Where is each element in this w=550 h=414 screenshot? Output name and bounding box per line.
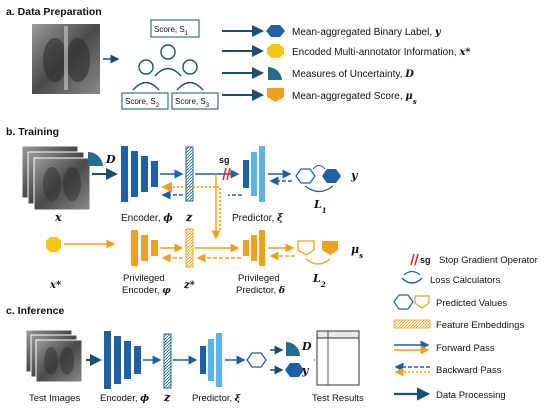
section-title-training: b. Training [6, 126, 59, 138]
score-callout-2: Score, S2 [121, 92, 169, 110]
legend-loss: Loss Calculators [401, 270, 500, 286]
svg-text:Score, S2: Score, S2 [125, 97, 160, 109]
annotators-icon [132, 44, 204, 91]
octagon-icon [267, 44, 284, 58]
dataprep-row-uncertainty: Measures of Uncertainty, D [222, 66, 414, 80]
predictor-label: Predictor, ξ [232, 213, 284, 224]
inference-feature-z [163, 333, 172, 389]
legend-processing: Data Processing [394, 387, 506, 401]
priv-predictor-label-2: Predictor, δ [236, 285, 285, 296]
privileged-encoder-block [131, 230, 158, 266]
encoder-label: Encoder, ϕ [121, 213, 173, 224]
svg-text:Backward Pass: Backward Pass [436, 365, 502, 376]
predicted-y-icon [295, 168, 316, 184]
predicted-mu-icon [297, 240, 315, 256]
training-xray-stack [21, 145, 91, 211]
inference-y-label: y [301, 364, 310, 377]
quarter-circle-icon [268, 66, 282, 80]
inference-predictor-block [200, 333, 222, 387]
xstar-label: x* [49, 280, 62, 291]
z-label: z [185, 211, 193, 224]
svg-text:Measures of Uncertainty, D: Measures of Uncertainty, D [292, 69, 414, 80]
test-results-table [316, 330, 360, 386]
svg-text:Mean-aggregated Score, μs: Mean-aggregated Score, μs [292, 91, 417, 106]
loss-L1-icon [304, 185, 334, 193]
legend-predicted: Predicted Values [393, 294, 507, 310]
training-x-label: x [54, 211, 62, 224]
chest-xray-image [32, 24, 100, 94]
mu-label: μs [351, 243, 363, 260]
sg-label: sg [219, 155, 230, 165]
svg-text:sg: sg [420, 255, 431, 265]
svg-text:Mean-aggregated Binary Label,: Mean-aggregated Binary Label, y [292, 27, 442, 38]
privileged-predictor-block [243, 230, 265, 266]
inference-predicted-hex-icon [246, 352, 267, 368]
svg-text:Data Processing: Data Processing [436, 390, 506, 401]
hexagon-icon [266, 25, 285, 37]
svg-text:Predicted Values: Predicted Values [436, 298, 507, 309]
svg-text:Encoded Multi-annotator Inform: Encoded Multi-annotator Information, x* [292, 47, 471, 58]
inference-D-icon [286, 342, 300, 356]
legend-feature: Feature Embeddings [393, 319, 524, 331]
predictor-block [243, 146, 265, 202]
svg-text:Score, S1: Score, S1 [154, 25, 189, 37]
pentagon-icon [267, 88, 284, 102]
test-images-label: Test Images [29, 393, 80, 404]
inference-predictor-label: Predictor, ξ [192, 393, 242, 404]
target-mu-icon [322, 241, 338, 255]
legend-backward: Backward Pass [394, 362, 502, 377]
training-y-label: y [350, 169, 359, 182]
legend-forward: Forward Pass [394, 340, 495, 355]
L2-label: L2 [312, 272, 326, 289]
privileged-backward-loop [161, 181, 221, 230]
feature-embedding-zstar [185, 228, 194, 268]
encoder-block [121, 146, 158, 202]
svg-text:Loss Calculators: Loss Calculators [430, 275, 500, 286]
dataprep-row-binary-label: Mean-aggregated Binary Label, y [222, 25, 442, 38]
zstar-label: z* [183, 280, 196, 291]
score-callout-3: Score, S3 [171, 92, 219, 110]
dataprep-row-multi-annotator: Encoded Multi-annotator Information, x* [222, 44, 471, 58]
svg-text:Score, S3: Score, S3 [175, 97, 210, 109]
training-D-label: D [105, 153, 116, 166]
svg-text:Forward Pass: Forward Pass [436, 343, 495, 354]
svg-text:Stop Gradient Operator: Stop Gradient Operator [439, 255, 538, 266]
section-title-inference: c. Inference [6, 305, 65, 317]
priv-encoder-label-2: Encoder, φ [122, 285, 171, 296]
inference-y-hex-icon [285, 363, 304, 377]
priv-encoder-label-1: Privileged [123, 273, 165, 284]
inference-D-label: D [301, 340, 312, 353]
target-y-icon [322, 169, 341, 183]
stop-gradient-marker [222, 167, 231, 181]
loss-L1-arc-top [312, 164, 326, 170]
inference-encoder-block [104, 331, 141, 389]
dataprep-row-mean-score: Mean-aggregated Score, μs [222, 88, 417, 106]
test-images-stack [25, 329, 83, 383]
score-callout-1: Score, S1 [150, 19, 200, 38]
test-results-label: Test Results [312, 393, 364, 404]
legend-stop-gradient: sg Stop Gradient Operator [410, 253, 538, 266]
feature-embedding-z [185, 146, 194, 202]
L1-label: L1 [313, 198, 327, 215]
xstar-octagon-icon [46, 237, 61, 252]
loss-L2-icon [305, 258, 331, 265]
uncertainty-D-icon [88, 151, 103, 166]
inference-encoder-label: Encoder, ϕ [100, 393, 149, 404]
svg-text:Feature Embeddings: Feature Embeddings [436, 320, 524, 331]
section-title-data-prep: a. Data Preparation [6, 6, 102, 18]
inference-z-label: z [163, 391, 171, 404]
priv-predictor-label-1: Privileged [238, 273, 280, 284]
